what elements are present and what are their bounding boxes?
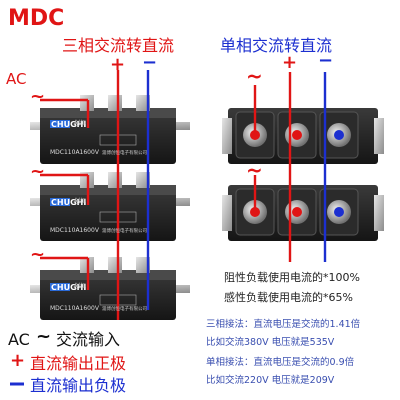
note-resistive: 阻性负载使用电流的*100% — [224, 271, 360, 284]
single-phase-module-1 — [222, 108, 384, 164]
ac-wave-icon: ~ — [246, 158, 263, 182]
plus-icon: + — [282, 52, 298, 73]
module-model: MDC110A1600V — [50, 227, 99, 234]
ac-wave-icon: ~ — [30, 244, 46, 265]
module-model: MDC110A1600V — [50, 149, 99, 156]
legend-plus-text: 直流输出正极 — [30, 354, 127, 373]
title-single-phase: 单相交流转直流 — [220, 36, 333, 55]
ac-wave-icon: ~ — [246, 64, 263, 88]
legend-ac-text: 交流输入 — [56, 330, 121, 349]
ac-wave-icon: ~ — [30, 161, 46, 182]
legend-ac-prefix: AC — [8, 330, 30, 349]
plus-legend-icon: + — [10, 350, 26, 371]
module-maker: 淄博创恒电子有限公司 — [102, 307, 147, 312]
module-maker: 淄博创恒电子有限公司 — [102, 151, 147, 156]
single-phase-module-2 — [222, 185, 384, 241]
module-maker: 淄博创恒电子有限公司 — [102, 229, 147, 234]
minus-icon: − — [318, 50, 334, 71]
module-brand: CHUGHI — [51, 120, 87, 129]
title-three-phase: 三相交流转直流 — [62, 36, 175, 55]
right-wires — [253, 72, 327, 262]
ac-wave-icon: ~ — [36, 326, 52, 347]
brand-badge — [50, 120, 70, 128]
info-line-2: 比如交流380V 电压就是535V — [206, 337, 335, 348]
module-brand: CHUGHI — [51, 283, 87, 292]
module-brand-cn: 创恒 — [74, 283, 87, 290]
info-line-1: 三相接法：直流电压是交流的1.41倍 — [206, 319, 361, 330]
info-line-3: 单相接法：直流电压是交流的0.9倍 — [206, 357, 355, 368]
ac-label: AC — [6, 70, 27, 88]
module-brand-cn: 创恒 — [74, 198, 87, 205]
info-line-4: 比如交流220V 电压就是209V — [206, 375, 335, 386]
ac-wave-icon: ~ — [30, 86, 46, 107]
legend-minus-text: 直流输出负极 — [30, 376, 127, 395]
note-inductive: 感性负载使用电流的*65% — [224, 291, 353, 304]
module-brand-cn: 创恒 — [74, 120, 87, 127]
minus-icon: − — [142, 52, 158, 73]
module-model: MDC110A1600V — [50, 305, 99, 312]
module-brand: CHUGHI — [51, 198, 87, 207]
logo-text: MDC — [8, 6, 65, 31]
plus-icon: + — [110, 54, 126, 75]
left-wires — [40, 70, 150, 320]
